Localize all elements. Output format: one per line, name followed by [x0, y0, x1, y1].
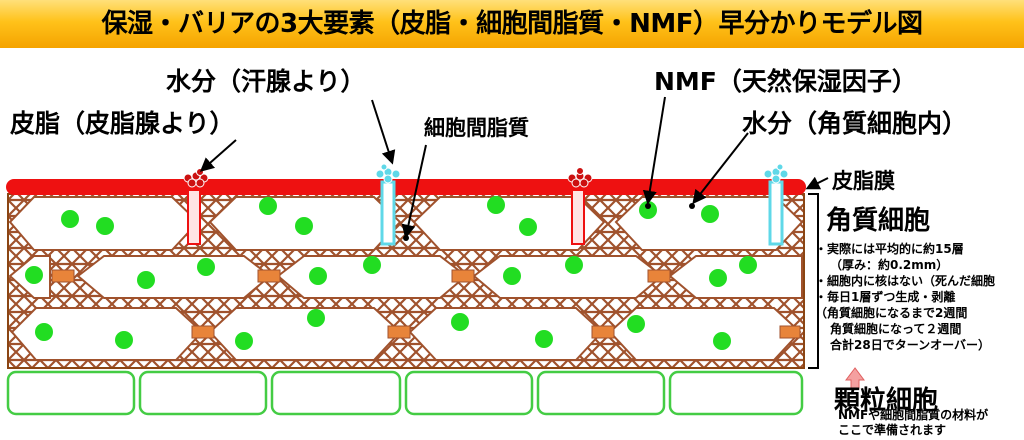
- page-title: 保湿・バリアの3大要素（皮脂・細胞間脂質・NMF）早分かりモデル図: [101, 9, 924, 39]
- corneum-note-7: 合計28日でターンオーバー）: [830, 338, 990, 352]
- granular-cell: [138, 370, 268, 416]
- granular-cell: [668, 370, 804, 416]
- corneum-note-6: 角質細胞になって２週間: [830, 322, 962, 336]
- sebum-droplet-icon: [567, 167, 593, 188]
- corneocyte-row-2: [8, 255, 803, 299]
- corneocyte: [408, 307, 604, 361]
- granular-layer: [6, 370, 804, 416]
- stratum-corneum-bracket: [808, 193, 819, 369]
- label-granular-cell: 顆粒細胞: [834, 386, 939, 416]
- granular-cell: [6, 370, 136, 416]
- corneum-note-3: ・細胞内に核はない（死んだ細胞: [815, 274, 996, 288]
- label-sweat-water: 水分（汗腺より）: [166, 67, 366, 96]
- leader-nmf: [642, 96, 666, 205]
- granular-note-1: NMFや細胞間脂質の材料が: [838, 408, 989, 422]
- label-stratum-corneum: 角質細胞: [826, 206, 931, 236]
- label-intercellular-lipid: 細胞間脂質: [424, 116, 529, 140]
- sebum-droplet-icon: [183, 168, 209, 188]
- granular-cell: [536, 370, 666, 416]
- corneocyte: [76, 255, 272, 299]
- up-arrow-icon: [845, 367, 865, 389]
- sebaceous-ducts: [187, 189, 585, 245]
- label-sebum-film: 皮脂膜: [832, 169, 895, 193]
- sweat-droplet-icon: [375, 163, 401, 184]
- corneum-note-4: ・毎日1層ずつ生成・剥離: [815, 290, 956, 304]
- corneocyte: [412, 196, 606, 251]
- leader-sebum: [199, 139, 237, 172]
- leader-cell-water: [692, 132, 749, 205]
- granular-cell: [270, 370, 402, 416]
- granular-note-2: ここで準備されます: [838, 423, 947, 437]
- sebum-film: [6, 179, 806, 195]
- title-banner: [0, 0, 1024, 48]
- corneum-note-1: ・実際には平均的に約15層: [815, 242, 964, 256]
- label-nmf: NMF（天然保湿因子）: [654, 67, 917, 96]
- label-sebum: 皮脂（皮脂腺より）: [10, 109, 235, 138]
- corneocyte: [668, 255, 803, 299]
- nmf-dots: [25, 196, 757, 350]
- sweat-droplet-icon: [763, 163, 789, 184]
- corneum-note-2: （厚み：約0.2mm）: [830, 258, 949, 272]
- label-cell-water: 水分（角質細胞内）: [742, 109, 968, 138]
- leader-lipid: [401, 144, 427, 239]
- granular-cell: [404, 370, 534, 416]
- corneum-note-5: （角質細胞になるまで2週間: [815, 306, 968, 320]
- lipid-junctions: [51, 269, 801, 339]
- leader-sebum-film: [805, 176, 829, 190]
- leader-sweat: [371, 99, 396, 165]
- corneocyte: [614, 196, 804, 251]
